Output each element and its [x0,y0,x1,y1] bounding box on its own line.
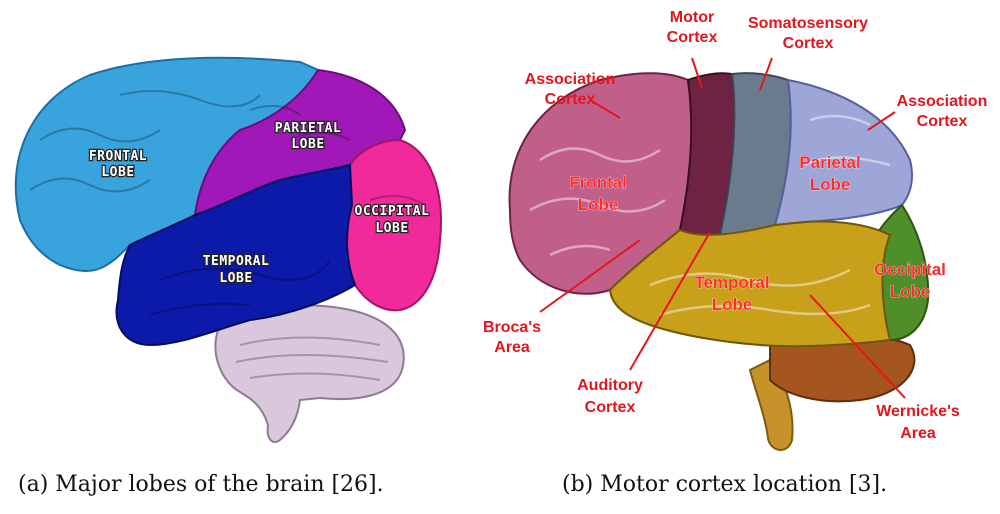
frontal-lobe-label-b: Frontal [569,173,627,192]
caption-b: (b) Motor cortex location [3]. [562,472,887,497]
motor-cortex-label-line2: Cortex [667,29,718,46]
association-cortex-right-label-line2: Cortex [917,113,968,130]
motor-cortex-label: Motor [670,9,714,26]
figure-panel-a: FRONTAL LOBE PARIETAL LOBE OCCIPITAL LOB… [0,0,470,514]
parietal-lobe-label: PARIETAL [275,121,342,136]
brocas-area-label: Broca's [483,319,541,336]
figure-panel-b: Association Cortex Motor Cortex Somatose… [470,0,1000,514]
auditory-cortex-label: Auditory [577,377,643,394]
caption-a: (a) Major lobes of the brain [26]. [18,472,384,497]
temporal-lobe-label-b-line2: Lobe [712,295,753,314]
parietal-lobe-label-line2: LOBE [291,137,324,152]
brain-lobes-diagram: FRONTAL LOBE PARIETAL LOBE OCCIPITAL LOB… [0,0,470,470]
somatosensory-cortex-label: Somatosensory [748,15,868,32]
occipital-lobe-label-b-line2: Lobe [890,282,931,301]
parietal-lobe-label-b: Parietal [799,153,860,172]
temporal-lobe-label-b: Temporal [694,273,769,292]
motor-cortex-diagram: Association Cortex Motor Cortex Somatose… [470,0,1000,470]
wernickes-area-label-line2: Area [900,425,936,442]
auditory-cortex-label-line2: Cortex [585,399,636,416]
parietal-lobe-label-b-line2: Lobe [810,175,851,194]
occipital-lobe-label: OCCIPITAL [355,204,430,219]
temporal-lobe-label-line2: LOBE [219,271,252,286]
frontal-lobe-label-line2: LOBE [101,165,134,180]
association-cortex-left-label-line2: Cortex [545,91,596,108]
association-cortex-right-label: Association [897,93,988,110]
association-cortex-left-label: Association [525,71,616,88]
frontal-lobe-label-b-line2: Lobe [578,195,619,214]
brocas-area-label-line2: Area [494,339,530,356]
somatosensory-cortex-label-line2: Cortex [783,35,834,52]
occipital-lobe-label-line2: LOBE [375,221,408,236]
frontal-lobe-label: FRONTAL [89,149,147,164]
temporal-lobe-label: TEMPORAL [203,254,270,269]
wernickes-area-label: Wernicke's [876,403,960,420]
occipital-lobe-label-b: Occipital [874,260,946,279]
